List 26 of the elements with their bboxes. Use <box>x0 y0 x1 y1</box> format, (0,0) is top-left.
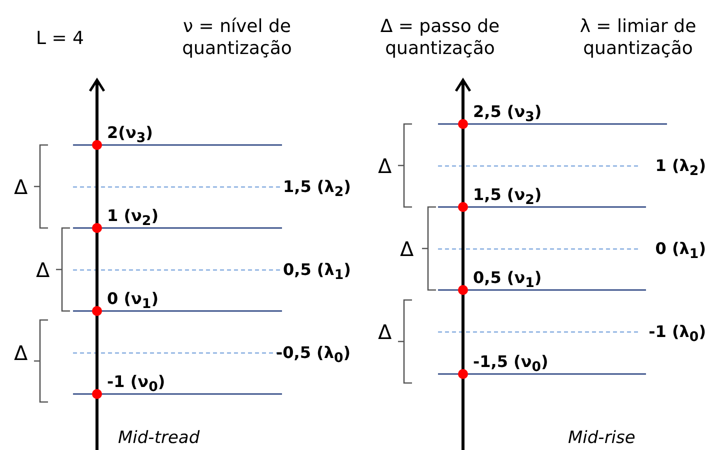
heading-text: λ = limiar de quantização <box>578 16 698 60</box>
level-label: 2,5 (ν$_{3}$) <box>473 102 542 128</box>
step-label: Δ <box>14 176 28 198</box>
step-label: Δ <box>378 321 392 343</box>
threshold-label: -0,5 (λ$_{0}$) <box>276 343 351 368</box>
heading-text: ν = nível de quantização <box>181 16 293 60</box>
step-label: Δ <box>14 342 28 364</box>
level-label: 0 (ν$_{1}$) <box>107 289 159 314</box>
scheme-label: Mid-tread <box>118 428 200 448</box>
threshold-label: 1 (λ$_{2}$) <box>655 156 706 182</box>
threshold-label: 0,5 (λ$_{1}$) <box>283 260 351 286</box>
level-label: -1,5 (ν$_{0}$) <box>473 352 548 378</box>
level-label: 1 (ν$_{2}$) <box>107 206 159 232</box>
step-label: Δ <box>378 155 392 177</box>
heading-text: Δ = passo de quantização <box>379 16 501 60</box>
level-label: 0,5 (ν$_{1}$) <box>473 268 542 294</box>
threshold-label: -1 (λ$_{0}$) <box>648 322 706 348</box>
step-label: Δ <box>400 238 414 260</box>
threshold-label: 0 (λ$_{1}$) <box>655 239 706 264</box>
level-label: -1 (ν$_{0}$) <box>107 372 166 398</box>
heading-text: L = 4 <box>34 28 85 50</box>
scheme-label: Mid-rise <box>568 428 636 448</box>
step-label: Δ <box>36 259 50 281</box>
threshold-label: 1,5 (λ$_{2}$) <box>283 177 351 202</box>
level-label: 2(ν$_{3}$) <box>107 123 153 148</box>
level-label: 1,5 (ν$_{2}$) <box>473 185 542 210</box>
